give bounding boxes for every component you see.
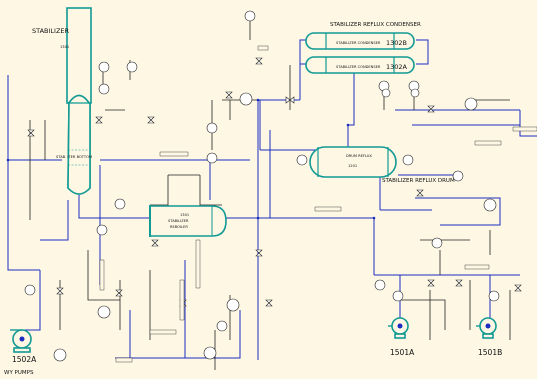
condenser-a-name: 1302A (386, 63, 408, 71)
reflux-drum[interactable] (309, 146, 397, 178)
circle-tag-icon[interactable] (98, 61, 110, 73)
circle-tag-icon[interactable] (114, 198, 126, 210)
gate-valve-icon[interactable] (255, 57, 263, 65)
circle-tag-icon[interactable] (410, 88, 420, 98)
pump-1502a[interactable] (10, 329, 32, 353)
gate-valve-icon[interactable] (225, 91, 233, 99)
circle-tag-icon[interactable] (431, 237, 443, 249)
circle-tag-icon[interactable] (97, 305, 111, 319)
gate-valve-icon[interactable] (416, 189, 424, 197)
gate-valve-icon[interactable] (151, 239, 159, 247)
gate-valve-icon[interactable] (427, 105, 435, 113)
circle-tag-icon[interactable] (402, 154, 414, 166)
circle-tag-icon[interactable] (98, 83, 110, 95)
drum-caption: STABILIZER REFLUX DRUM (382, 178, 455, 184)
condenser-1302b[interactable] (305, 32, 415, 50)
drum-inner: DRUM REFLUX (346, 154, 372, 158)
circle-tag-icon[interactable] (216, 320, 228, 332)
reboiler[interactable] (149, 205, 227, 237)
stabilizer-tag: 1301 (60, 45, 69, 49)
gate-valve-icon[interactable] (514, 284, 522, 292)
condenser-b-name: 1302B (386, 39, 407, 47)
pump-1501b-label: 1501B (478, 348, 502, 357)
gate-valve-icon[interactable] (115, 289, 123, 297)
condenser-1302a[interactable] (305, 56, 415, 74)
circle-tag-icon[interactable] (126, 61, 138, 73)
circle-tag-icon[interactable] (488, 290, 500, 302)
circle-tag-icon[interactable] (24, 284, 36, 296)
pump-1502a-label: 1502A (12, 355, 37, 364)
gate-valve-icon[interactable] (27, 129, 35, 137)
stabilizer-label: STABILIZER (32, 27, 70, 35)
gate-valve-icon[interactable] (147, 116, 155, 124)
pump-1501a-label: 1501A (390, 348, 415, 357)
circle-tag-icon[interactable] (464, 97, 478, 111)
circle-tag-icon[interactable] (206, 152, 218, 164)
gate-valve-icon[interactable] (56, 287, 64, 295)
pump-1501a[interactable] (388, 317, 409, 339)
circle-tag-icon[interactable] (203, 346, 217, 360)
reboiler-line2: REBOILER (170, 225, 188, 229)
column-bottom-label: STAB. ITER BOTTOM (56, 155, 92, 159)
reboiler-line1: STABILIZER (168, 219, 189, 223)
pump-1501b[interactable] (476, 317, 497, 339)
circle-tag-icon[interactable] (374, 279, 386, 291)
circle-tag-icon[interactable] (483, 198, 497, 212)
instrument-bubbles (24, 10, 500, 362)
line-tags (99, 45, 537, 363)
circle-tag-icon[interactable] (452, 170, 464, 182)
gate-valve-icon[interactable] (285, 96, 295, 104)
pumps-caption: WY PUMPS (4, 370, 34, 376)
reboiler-tag: 1301 (180, 213, 189, 217)
circle-tag-icon[interactable] (244, 10, 256, 22)
circle-tag-icon[interactable] (239, 92, 253, 106)
instrument-lines (29, 20, 511, 370)
circle-tag-icon[interactable] (206, 122, 218, 134)
condenser-title: STABILIZER REFLUX CONDENSER (330, 22, 421, 28)
circle-tag-icon[interactable] (226, 298, 240, 312)
stabilizer-column[interactable] (66, 7, 92, 195)
circle-tag-icon[interactable] (392, 290, 404, 302)
drum-tag: 1201 (348, 164, 357, 168)
gate-valve-icon[interactable] (265, 299, 273, 307)
junctions (6, 98, 376, 220)
circle-tag-icon[interactable] (96, 224, 108, 236)
circle-tag-icon[interactable] (381, 88, 391, 98)
gate-valve-icon[interactable] (427, 279, 435, 287)
gate-valve-icon[interactable] (455, 279, 463, 287)
condenser-a-inner: STABILIZER CONDENSER (336, 65, 381, 69)
gate-valve-icon[interactable] (95, 116, 103, 124)
circle-tag-icon[interactable] (296, 154, 308, 166)
condenser-b-inner: STABILIZER CONDENSER (336, 41, 381, 45)
circle-tag-icon[interactable] (53, 348, 67, 362)
gate-valve-icon[interactable] (255, 249, 263, 257)
